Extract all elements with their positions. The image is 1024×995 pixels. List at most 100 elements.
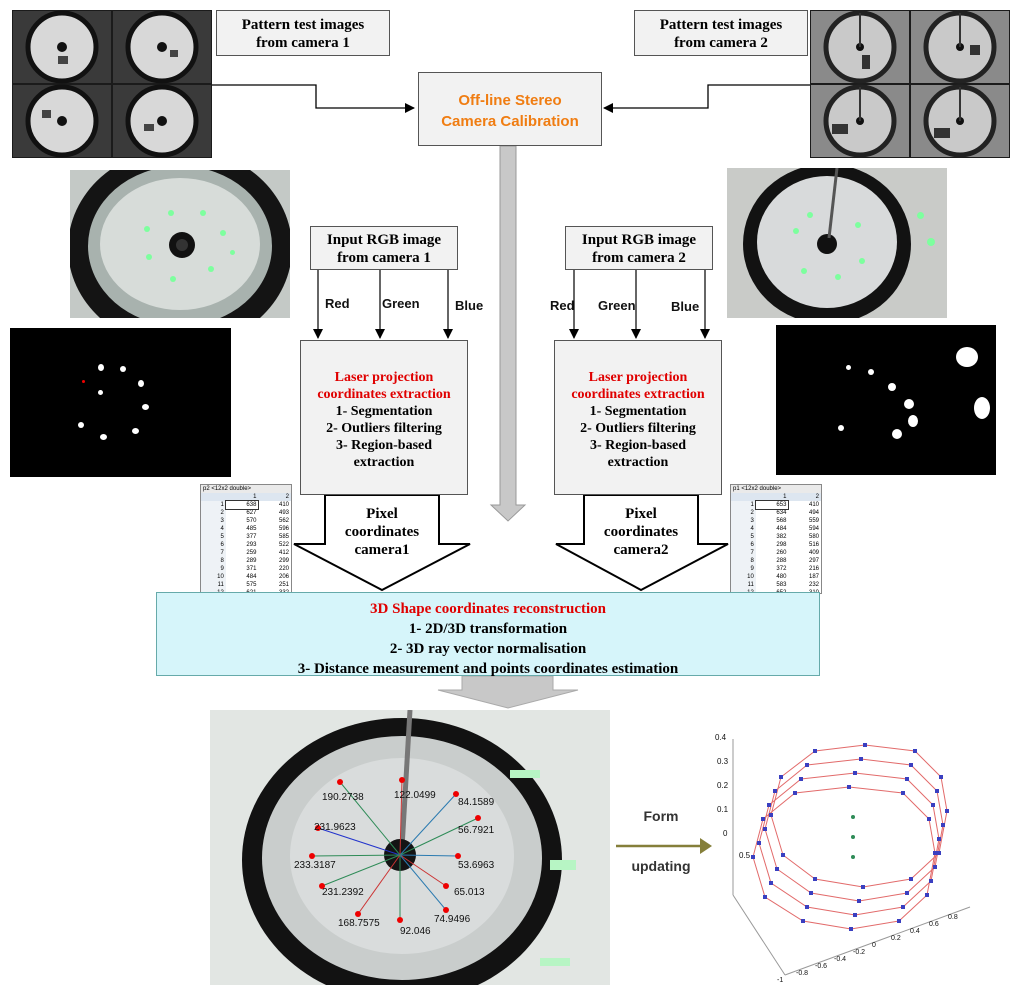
- pixel-label-camera2: Pixel coordinates camera2: [589, 505, 693, 559]
- matrix-cell: 298: [776, 542, 787, 548]
- matrix-row-index: 8: [731, 557, 756, 565]
- reconstruction-step3: 3- Distance measurement and points coord…: [297, 661, 679, 677]
- plot-node: [909, 763, 913, 767]
- matrix-cell: 289: [246, 558, 257, 564]
- channel-blue-camera1: Blue: [455, 298, 484, 313]
- pixel-camera2-line3: camera2: [613, 542, 669, 558]
- x-tick-label: -1: [777, 977, 784, 984]
- pixel-arrow-camera2: [555, 494, 729, 592]
- matrix-row-index: 3: [201, 517, 226, 525]
- matrix-cell: 371: [246, 566, 257, 572]
- extraction-step3-camera2-line1: 3- Region-based: [589, 438, 687, 453]
- form-update-line2: updating: [631, 858, 691, 874]
- plot-node: [773, 789, 777, 793]
- matrix-row-index: 6: [731, 541, 756, 549]
- matrix-cell: 516: [808, 542, 819, 548]
- matrix-col-header: 2: [285, 494, 289, 500]
- matrix-cell: 409: [808, 550, 819, 556]
- matrix-cell: 485: [246, 526, 257, 532]
- plot-node: [863, 743, 867, 747]
- matrix-cell: 484: [246, 574, 257, 580]
- measurement-label: 233.3187: [294, 860, 336, 871]
- matrix-col-header: 1: [253, 494, 257, 500]
- matrix-col-header: 1: [783, 494, 787, 500]
- plot-node: [927, 817, 931, 821]
- form-update-label-2: updating: [628, 858, 694, 875]
- plot-node: [769, 881, 773, 885]
- plot-node: [813, 749, 817, 753]
- calibration-title-line1: Off-line Stereo: [458, 92, 562, 109]
- matrix-cell: 638: [224, 500, 260, 510]
- channel-blue-camera2: Blue: [671, 299, 700, 314]
- matrix-cell: 585: [278, 534, 289, 540]
- plot-node: [813, 877, 817, 881]
- segmented-image-camera1: [10, 328, 231, 477]
- plot-node: [861, 885, 865, 889]
- z-tick-label: 0.1: [717, 805, 729, 814]
- plot-node: [809, 891, 813, 895]
- pattern-label-camera1: Pattern test images from camera 1: [216, 10, 390, 56]
- matrix-cell: 216: [808, 566, 819, 572]
- input-rgb-camera1-line2: from camera 1: [337, 250, 431, 266]
- matrix-cell: 206: [278, 574, 289, 580]
- plot-node: [793, 791, 797, 795]
- input-rgb-box-camera1: Input RGB image from camera 1: [310, 226, 458, 270]
- plot-node: [925, 893, 929, 897]
- reconstruction-title: 3D Shape coordinates reconstruction: [370, 601, 606, 617]
- plot-node: [775, 867, 779, 871]
- plot-node: [909, 877, 913, 881]
- x-tick-label: -0.8: [796, 970, 809, 977]
- plot-node: [937, 851, 941, 855]
- plot-node: [905, 777, 909, 781]
- plot-node: [779, 775, 783, 779]
- matrix-cell: 494: [808, 510, 819, 516]
- plot-node: [901, 791, 905, 795]
- matrix-cell: 634: [776, 510, 787, 516]
- pattern-images-camera2: [810, 10, 1010, 158]
- matrix-col-header: 2: [815, 494, 819, 500]
- input-rgb-camera2-line1: Input RGB image: [581, 232, 697, 248]
- matrix-cell: 568: [776, 518, 787, 524]
- matrix-row: 10 484 206: [201, 573, 291, 581]
- plot-node: [859, 757, 863, 761]
- z-tick-label: 0.5: [739, 851, 751, 860]
- channel-green-camera2: Green: [598, 298, 636, 313]
- z-tick-label: 0.4: [715, 733, 727, 742]
- matrix-row-index: 7: [201, 549, 226, 557]
- matrix-cell: 570: [246, 518, 257, 524]
- measurement-label: 190.2738: [322, 792, 364, 803]
- pixel-label-camera1: Pixel coordinates camera1: [330, 505, 434, 559]
- measurement-label: 56.7921: [458, 825, 495, 836]
- extraction-title-camera2-line1: Laser projection: [588, 370, 688, 385]
- measurement-label: 84.1589: [458, 797, 495, 808]
- matrix-cell: 596: [278, 526, 289, 532]
- matrix-row-index: 10: [201, 573, 226, 581]
- x-tick-label: 0: [872, 942, 876, 949]
- plot-node: [781, 853, 785, 857]
- plot-node: [857, 899, 861, 903]
- plot-node: [853, 913, 857, 917]
- matrix-row-index: 2: [731, 509, 756, 517]
- plot-node: [767, 803, 771, 807]
- matrix-row-index: 9: [731, 565, 756, 573]
- rgb-image-camera1: [70, 170, 290, 318]
- x-tick-label: 0.2: [891, 935, 901, 942]
- matrix-row-index: 6: [201, 541, 226, 549]
- plot-node: [769, 813, 773, 817]
- plot-node: [805, 763, 809, 767]
- extraction-step1-camera1: 1- Segmentation: [335, 404, 433, 419]
- pixel-camera1-line3: camera1: [354, 542, 410, 558]
- matrix-cell: 288: [776, 558, 787, 564]
